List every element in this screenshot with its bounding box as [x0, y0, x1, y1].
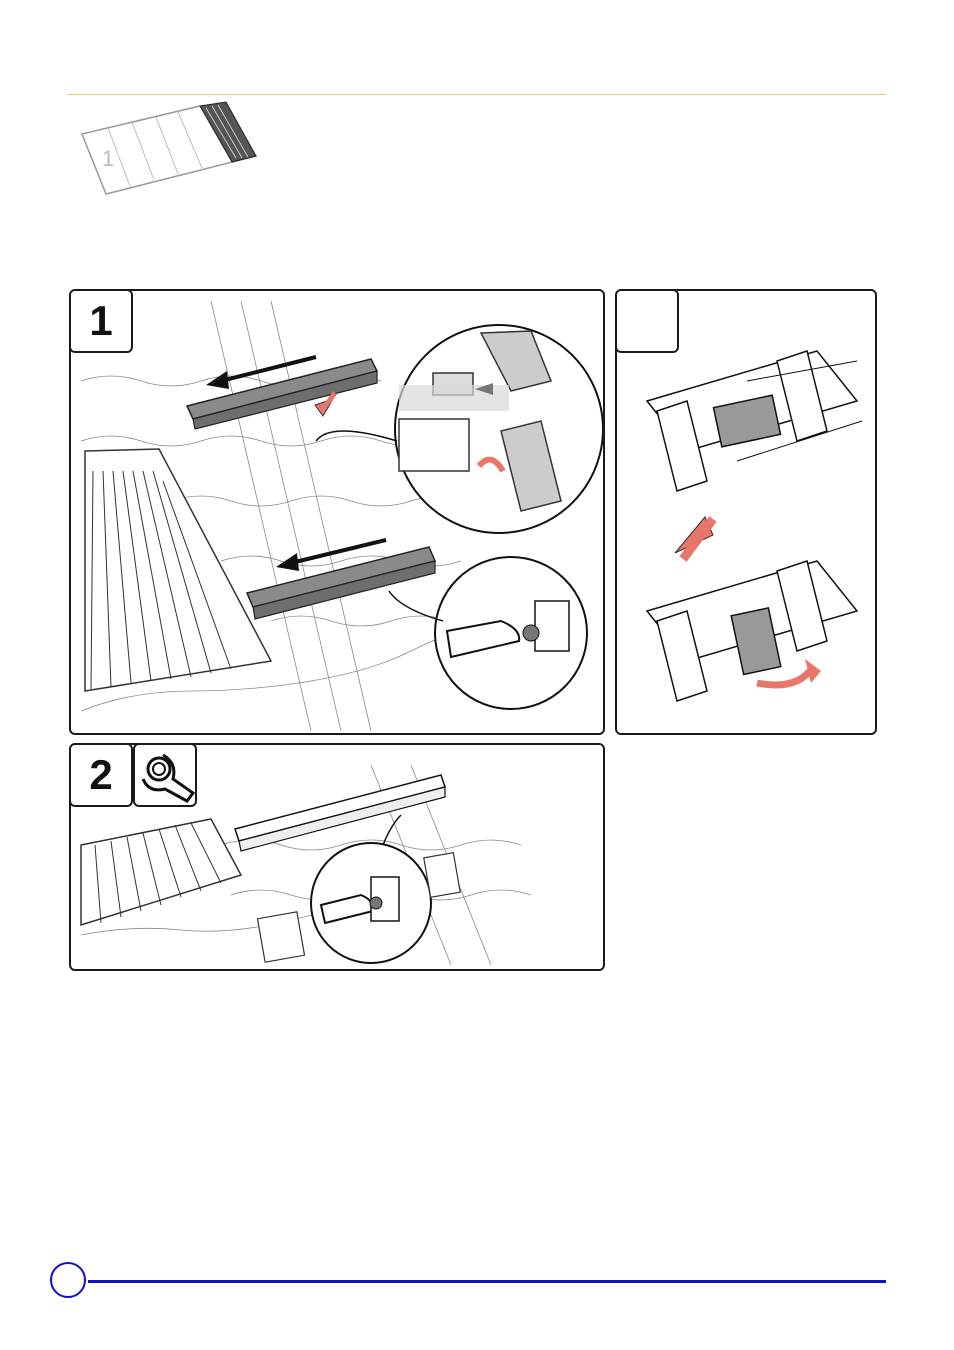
roof-rail-illustration	[71, 291, 605, 735]
clamp-icon	[523, 625, 539, 641]
step-1-number: 1	[69, 289, 133, 353]
wrench-tool-box	[133, 743, 197, 807]
step-1b-number	[615, 289, 679, 353]
thumbnail-label: 1	[102, 146, 114, 171]
wrench-icon	[135, 745, 195, 805]
collector-array-thumbnail: 1	[78, 100, 263, 200]
rail-connector-illustration	[617, 291, 877, 735]
page-number-circle	[50, 1262, 86, 1298]
step-2-panel: 2	[69, 743, 605, 971]
step-1b-panel	[615, 289, 877, 735]
arrow-icon	[206, 371, 229, 389]
header-rule	[67, 94, 886, 95]
footer-rule	[88, 1280, 886, 1283]
step-1-panel: 1	[69, 289, 605, 735]
step-2-number: 2	[69, 743, 133, 807]
